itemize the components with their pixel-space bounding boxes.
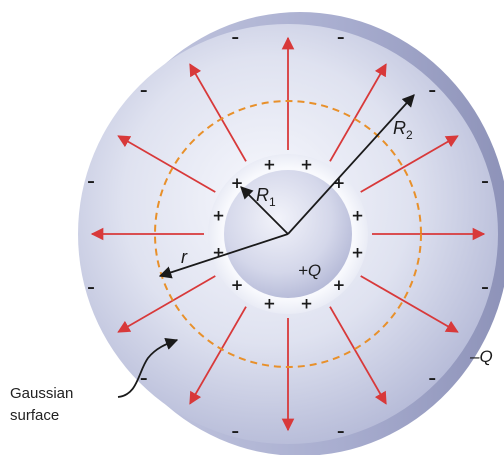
label-r1: R1 [256,185,276,209]
negative-charge: – [231,28,239,46]
field-line-arrow [360,135,459,193]
radius-r-arrow [158,233,289,279]
field-line-arrow [329,63,387,162]
radius-r2-arrow [287,94,415,235]
negative-charge: – [140,81,148,99]
positive-charge: + [263,295,276,313]
negative-charge: – [337,28,345,46]
label-r: r [181,247,188,267]
gaussian-callout-pointer [117,337,179,398]
field-line-arrow [189,63,247,162]
negative-charge: – [428,81,436,99]
field-line-arrow [117,275,216,333]
label-outer-charge: –Q [469,347,493,366]
negative-charge: – [337,422,345,440]
field-line-arrow [189,306,247,405]
positive-charge: + [351,244,364,262]
positive-charge: + [231,174,244,192]
negative-charge: – [87,278,95,296]
field-line-arrow [117,135,216,193]
negative-charge: – [231,422,239,440]
positive-charge: + [300,156,313,174]
negative-charge: – [140,369,148,387]
gaussian-label-line1: Gaussian [10,385,73,402]
negative-charge: – [481,172,489,190]
negative-charge: – [87,172,95,190]
negative-charge: – [428,369,436,387]
positive-charge: + [333,174,346,192]
positive-charge: + [333,276,346,294]
label-inner-charge: +Q [298,261,321,280]
gaussian-label-line2: surface [10,407,59,424]
radius-r1-arrow [240,186,289,235]
label-r2: R2 [393,118,413,142]
negative-charges: – – – – – – – – – – – – [87,28,489,440]
field-line-arrow [329,306,387,405]
field-line-arrow [360,275,459,333]
positive-charge: + [212,206,225,224]
positive-charge: + [231,276,244,294]
positive-charge: + [263,156,276,174]
negative-charge: – [481,278,489,296]
positive-charge: + [351,206,364,224]
gaussian-surface [154,100,422,368]
field-lines [90,36,486,432]
positive-charge: + [300,295,313,313]
